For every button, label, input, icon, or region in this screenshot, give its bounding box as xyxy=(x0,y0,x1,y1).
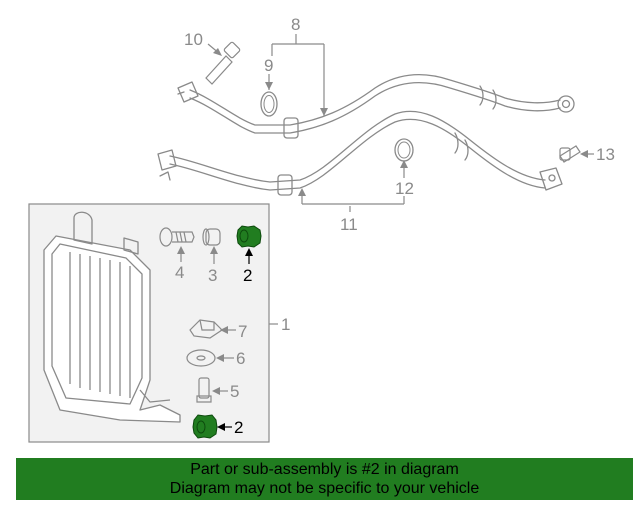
callout-7: 7 xyxy=(238,322,247,341)
bolt-5 xyxy=(196,377,212,403)
nut-2-lower xyxy=(192,414,218,439)
parts-diagram: 10 8 9 13 12 11 1 4 3 2 7 6 5 2 xyxy=(28,15,615,443)
stud-3 xyxy=(202,228,221,246)
screw-4 xyxy=(159,227,195,247)
callout-8: 8 xyxy=(291,15,300,34)
callout-9: 9 xyxy=(264,56,273,75)
callout-2-upper: 2 xyxy=(243,266,252,285)
callout-6: 6 xyxy=(236,349,245,368)
banner-line-2: Diagram may not be specific to your vehi… xyxy=(169,480,480,497)
callout-4: 4 xyxy=(175,263,184,282)
cooler-lines xyxy=(157,74,575,196)
banner-line-1: Part or sub-assembly is #2 in diagram xyxy=(190,461,459,478)
callout-12: 12 xyxy=(395,179,414,198)
nut-2-upper xyxy=(236,225,262,248)
callout-2-lower: 2 xyxy=(234,418,243,437)
callout-3: 3 xyxy=(208,266,217,285)
bolt-10 xyxy=(205,41,241,85)
o-ring-9 xyxy=(260,91,278,117)
callout-11: 11 xyxy=(340,215,358,234)
washer-6 xyxy=(186,349,216,367)
callout-10: 10 xyxy=(184,30,203,49)
callout-13: 13 xyxy=(596,145,615,164)
oil-cooler xyxy=(43,211,181,423)
info-banner: Part or sub-assembly is #2 in diagram Di… xyxy=(16,458,633,500)
callout-5: 5 xyxy=(230,382,239,401)
bolt-13 xyxy=(559,145,581,163)
callout-1: 1 xyxy=(281,315,290,334)
